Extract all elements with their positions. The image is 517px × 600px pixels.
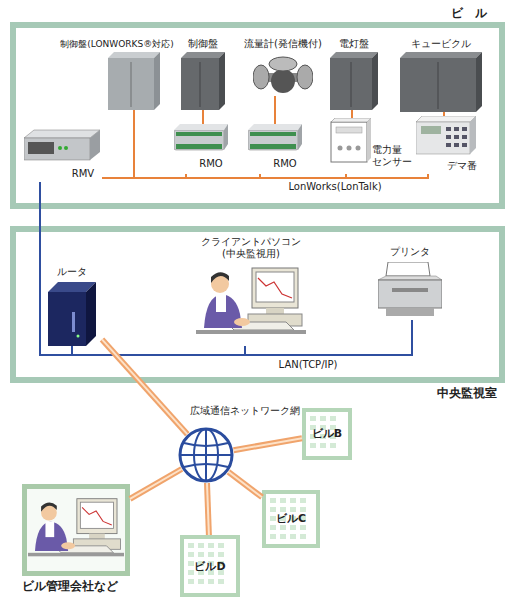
lighting-panel: 電灯盤 [328,36,380,110]
lonworks-wire [444,112,445,116]
node-label: 電灯盤 [328,38,380,50]
node-label: ビルC [262,512,320,525]
connector-line [72,346,245,355]
building: ビルD [180,535,240,597]
node-label: RMO [268,158,302,170]
device-illustration [330,52,378,110]
lonworks-wire [102,174,186,178]
lonworks-wire [203,110,204,124]
lonworks-wire [102,110,134,178]
connector-line [234,438,302,450]
node-label: 電力量 センサー [372,144,414,168]
device-illustration [196,264,306,346]
device-illustration [253,56,313,96]
connector-line [102,174,260,178]
node-label: ビルB [302,427,352,440]
lonworks-wire [102,174,428,178]
connector-line [130,469,182,499]
node-label: RMO [194,158,228,170]
connector-line [228,472,262,497]
connector-line [102,339,187,434]
control-panel: 制御盤(LONWORKS®対応) [56,36,178,110]
network-label: LonWorks(LonTalk) [280,181,390,193]
node-label: クライアントパソコン (中央監視用) [199,236,303,260]
device-illustration [28,495,124,567]
control-panel: 制御盤 [178,36,228,110]
connector-line [351,110,353,118]
connector-line [228,472,262,497]
device-illustration [330,118,372,164]
client-pc: クライアントパソコン (中央監視用) [196,236,306,346]
connector-line [443,112,445,116]
device-illustration [174,124,228,152]
building: ビルB [302,408,352,460]
lonworks-wire [352,110,353,118]
wan-globe: 広域通信ネットワーク網 [178,427,234,483]
connector-line [207,483,209,535]
device-illustration [178,427,234,483]
building: ビルC [262,490,320,548]
lan-cable [72,320,412,355]
rmo-unit: RMO [172,124,230,174]
wan-link [207,483,209,535]
lonworks-wire [275,96,276,124]
connector-line [274,96,276,124]
monitoring-room-band: 中央監視室ルータクライアントパソコン (中央監視用)プリンタ [10,226,505,383]
device-illustration [416,116,476,156]
lan-cable [72,346,245,355]
device-illustration [108,52,160,110]
lonworks-wire [102,174,346,178]
cubicle: キュービクル [398,36,484,112]
node-label: RMV [66,168,100,180]
device-illustration [378,262,442,320]
connector-line [102,174,346,178]
node-label: ルータ [42,266,102,278]
router: ルータ [42,266,102,346]
device-illustration [181,52,225,110]
node-label: 制御盤(LONWORKS®対応) [56,38,178,50]
lonworks-wire [102,174,260,178]
connector-line [207,483,209,535]
node-label: ビル管理会社など [22,580,118,592]
device-illustration [48,282,96,346]
node-label: ビルD [180,560,240,573]
wan-link [228,472,262,497]
connector-line [202,110,204,124]
connector-line [102,339,187,434]
connector-line [102,174,428,178]
demand-monitor: デマ番 [414,116,480,174]
management-office: ビル管理会社など [22,484,130,576]
device-illustration [400,52,482,112]
node-label: 制御盤 [178,38,228,50]
node-label: 流量計(発信機付) [241,38,325,50]
printer: プリンタ [376,246,444,320]
lan-cable [40,182,72,355]
connector-line [102,174,186,178]
connector-line [72,320,412,355]
wan-link [102,339,187,434]
connector-line [40,182,72,355]
rmv-unit: RMV [22,128,102,182]
connector-line [234,438,302,450]
connector-line [102,110,134,178]
device-illustration [24,128,100,162]
node-label: 中央監視室 [437,387,497,399]
connector-line [130,469,182,499]
wan-link [234,438,302,450]
flow-meter: 流量計(発信機付) [241,36,325,96]
node-label: 広域通信ネットワーク網 [190,405,300,417]
node-label: デマ番 [444,160,480,172]
network-label: LAN(TCP/IP) [268,359,348,371]
rmo-unit: RMO [246,124,304,174]
node-label: プリンタ [376,246,444,258]
power-sensor: 電力量 センサー [330,118,414,174]
device-illustration [248,124,302,152]
building-band: ビル制御盤(LONWORKS®対応)制御盤流量計(発信機付)電灯盤キュービクルR… [10,22,505,209]
wan-link [130,469,182,499]
node-label: ビル [451,7,499,19]
node-label: キュービクル [398,38,484,50]
